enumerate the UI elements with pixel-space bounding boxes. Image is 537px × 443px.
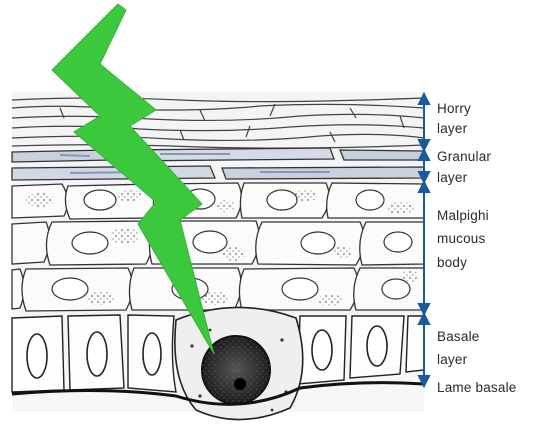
label-malpighi-line1: Malpighi — [437, 205, 489, 227]
label-malpighi-line2: mucous — [437, 228, 485, 250]
label-malpighi-line3: body — [437, 252, 467, 274]
label-basale-line1: Basale — [437, 326, 479, 348]
label-basale-line2: layer — [437, 349, 467, 371]
label-granular-line1: Granular — [437, 146, 491, 168]
label-horny-line2: layer — [437, 118, 467, 140]
label-lame-basale: Lame basale — [437, 377, 517, 399]
label-horny-line1: Horry — [437, 98, 471, 120]
label-granular-line2: layer — [437, 167, 467, 189]
